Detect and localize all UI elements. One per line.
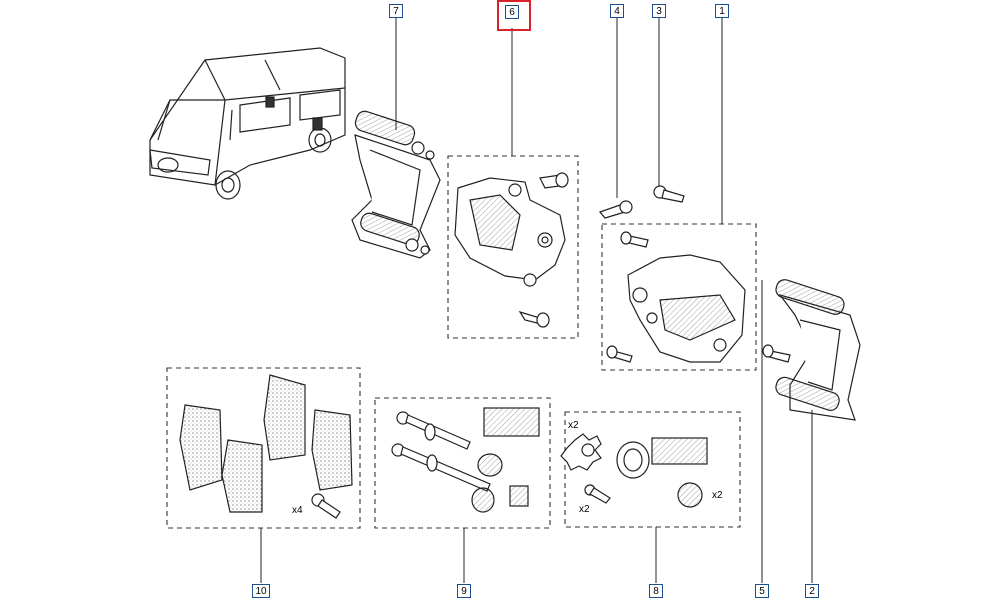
part-1-caliper-body (606, 231, 791, 363)
dashed-box-part-1 (601, 223, 757, 371)
callout-6: 6 (505, 5, 519, 19)
callout-2: 2 (805, 584, 819, 598)
dashed-box-part-8 (564, 411, 741, 528)
part-8-seal-kit (560, 433, 708, 508)
qty-kit8-ring: x2 (568, 420, 579, 431)
qty-kit8-boot: x2 (712, 490, 723, 501)
part-6-caliper-assembly (454, 172, 569, 328)
van-illustration (149, 47, 346, 200)
part-10-brake-pads (179, 374, 353, 519)
qty-kit8-bolt: x2 (579, 504, 590, 515)
part-3-bolt (653, 185, 685, 203)
callout-8: 8 (649, 584, 663, 598)
dashed-box-part-10 (166, 367, 361, 529)
part-9-guide-pin-kit (391, 407, 540, 513)
dashed-box-part-9 (374, 397, 551, 529)
part-7-carrier-bracket (351, 110, 441, 259)
callout-7: 7 (389, 4, 403, 18)
callout-3: 3 (652, 4, 666, 18)
qty-pads-bolt: x4 (292, 505, 303, 516)
leader-lines (260, 18, 813, 583)
callout-5: 5 (755, 584, 769, 598)
dashed-box-part-6 (447, 155, 579, 339)
callout-6-highlight (497, 0, 531, 31)
callout-1: 1 (715, 4, 729, 18)
part-2-carrier-bracket (775, 279, 861, 421)
part-4-bleed-screw (598, 200, 633, 219)
callout-9: 9 (457, 584, 471, 598)
callout-10: 10 (252, 584, 270, 598)
callout-4: 4 (610, 4, 624, 18)
